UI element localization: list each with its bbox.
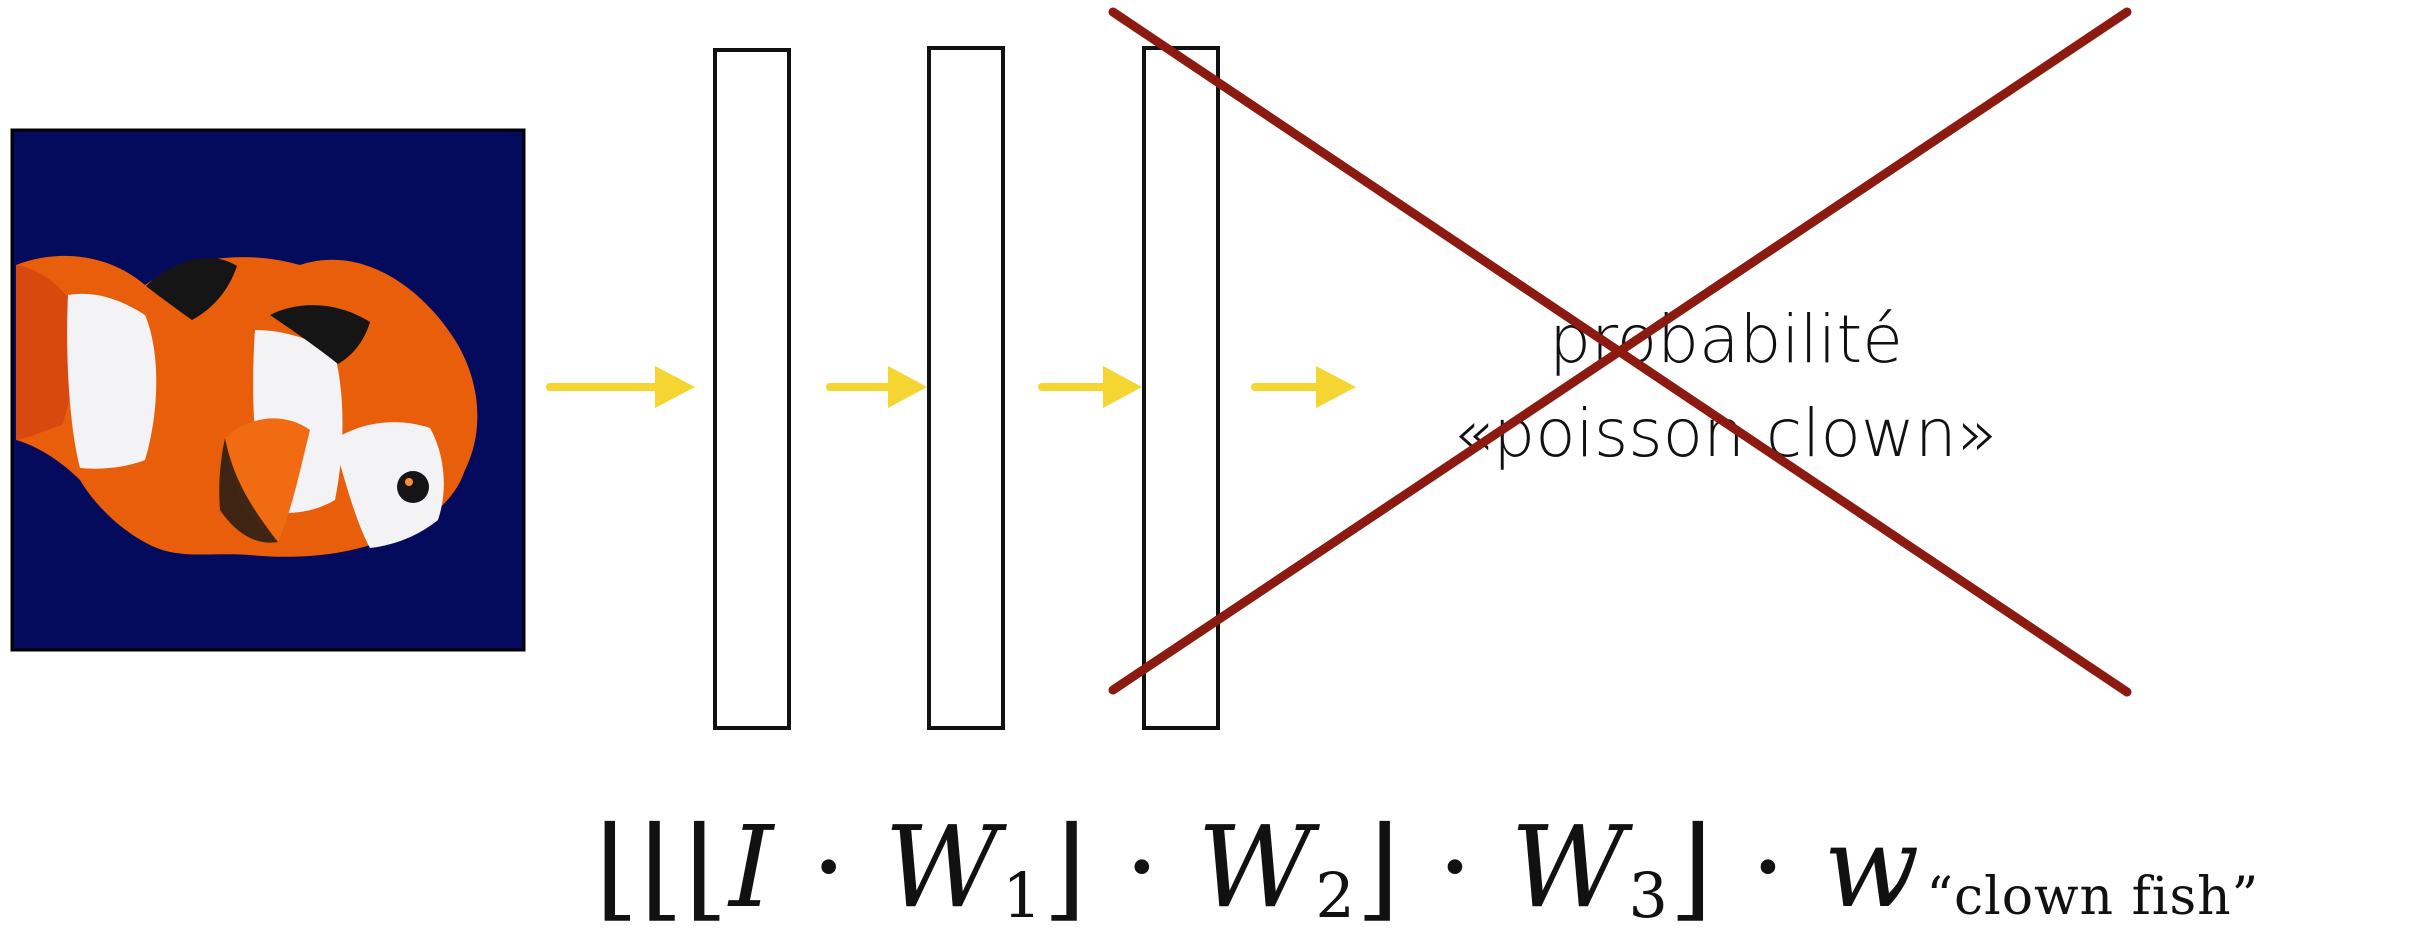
fish-eye <box>397 471 429 503</box>
arrow-1 <box>550 366 695 408</box>
arrow-1-head <box>655 366 695 408</box>
formula-sub-3: 3 <box>1629 859 1669 932</box>
arrow-4 <box>1255 366 1356 408</box>
formula-floor-right-2: ⌋ <box>1356 803 1401 933</box>
formula-dot-3: · <box>1437 803 1474 933</box>
formula-floor-right-1: ⌋ <box>1043 803 1088 933</box>
formula-small-w: w <box>1824 803 1921 933</box>
arrow-3-head <box>1103 366 1142 408</box>
fish-white-band-rear <box>67 294 156 469</box>
layer-box-1 <box>715 50 789 728</box>
formula-sub-2: 2 <box>1315 859 1355 932</box>
formula-i: I <box>729 803 774 933</box>
formula-w1: W <box>884 803 1000 933</box>
red-cross <box>1113 12 2127 692</box>
arrow-3 <box>1042 366 1142 408</box>
formula-floor-left-1: ⌊ <box>595 803 640 933</box>
formula: ⌊⌊⌊I · W1⌋ · W2⌋ · W3⌋ · w“clown fish” <box>595 812 2259 947</box>
layer-box-2 <box>929 48 1003 728</box>
formula-dot-4: · <box>1750 803 1787 933</box>
formula-w3: W <box>1510 803 1626 933</box>
formula-dot-2: · <box>1124 803 1161 933</box>
formula-label-subscript: “clown fish” <box>1926 867 2259 927</box>
arrow-4-head <box>1316 366 1356 408</box>
fish-eye-highlight <box>405 478 413 486</box>
arrow-2-head <box>888 366 927 408</box>
formula-floor-right-3: ⌋ <box>1669 803 1714 933</box>
formula-sub-1: 1 <box>1002 859 1042 932</box>
formula-floor-left-3: ⌊ <box>684 803 729 933</box>
formula-floor-left-2: ⌊ <box>640 803 685 933</box>
formula-dot-1: · <box>811 803 848 933</box>
formula-w2: W <box>1197 803 1313 933</box>
arrow-2 <box>830 366 927 408</box>
